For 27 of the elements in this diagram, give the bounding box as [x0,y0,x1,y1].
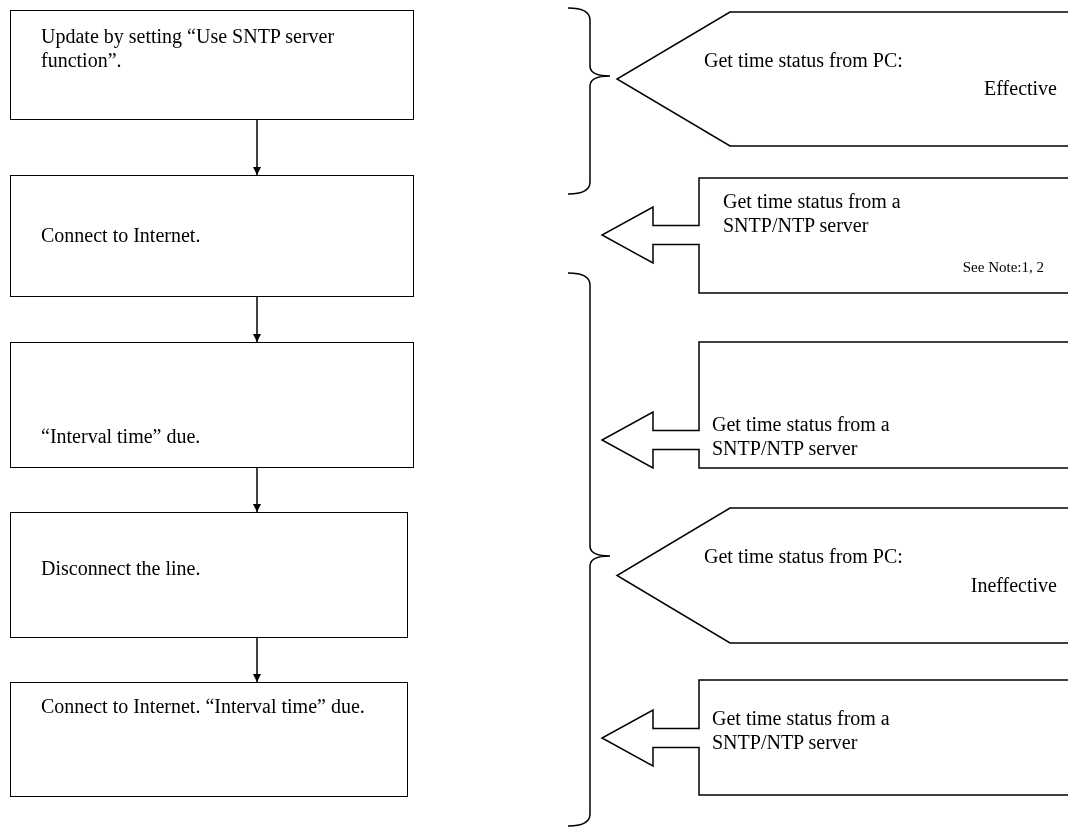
box-text: Connect to Internet. [41,222,202,247]
arrow-callout [602,342,1068,468]
arrow-callout [602,178,1068,293]
pointed-callout [617,508,1068,643]
arrow-callout [602,680,1068,795]
box-text: Get time status from a SNTP/NTP server [712,412,891,460]
box-text: Get time status from a SNTP/NTP server [712,706,891,754]
process-box [10,512,408,638]
process-box [10,10,414,120]
pointed-callout [617,12,1068,146]
arrow [253,467,261,513]
box-text: Connect to Internet. “Interval time” due. [41,693,366,718]
arrow [253,119,261,176]
process-box [10,682,408,797]
note-text: See Note:1, 2 [961,258,1044,277]
box-text: Get time status from PC: [704,48,904,72]
box-text: Ineffective [969,573,1057,597]
box-text: “Interval time” due. [41,423,202,448]
box-text: Disconnect the line. [41,555,202,580]
process-box [10,175,414,297]
process-box [10,342,414,468]
box-text: Effective [983,76,1057,100]
arrow [253,296,261,343]
box-text: Update by setting “Use SNTP server function”. [41,23,336,72]
arrow [253,637,261,683]
box-text: Get time status from a SNTP/NTP server [723,189,902,237]
box-text: Get time status from PC: [704,544,904,568]
